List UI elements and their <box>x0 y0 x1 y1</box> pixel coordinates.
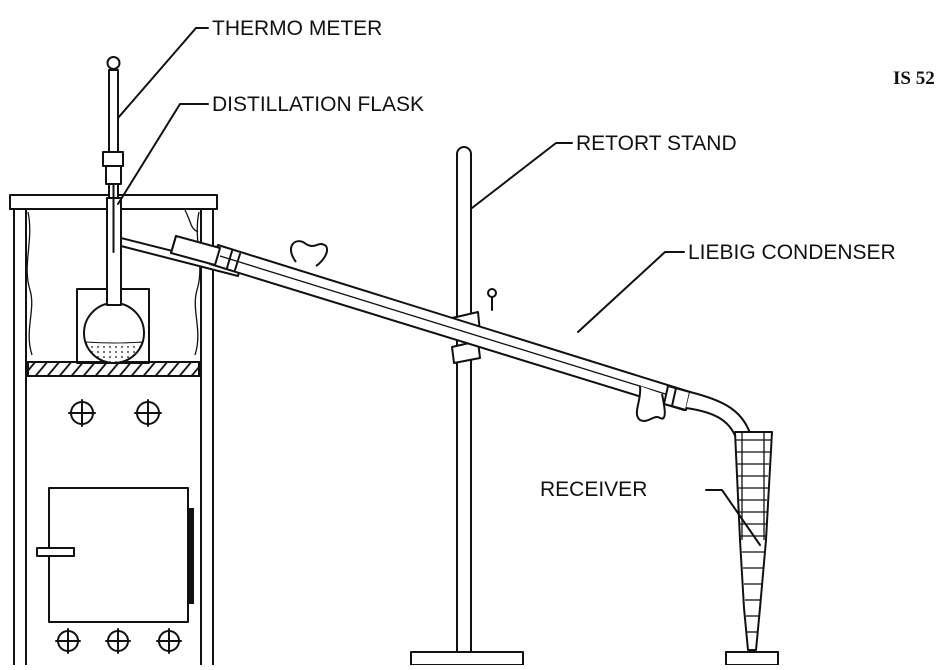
standard-reference: IS 52 <box>893 68 935 89</box>
label-retort-stand: RETORT STAND <box>576 132 737 155</box>
receiver <box>725 431 779 666</box>
leader-retort-stand <box>471 142 573 209</box>
leader-flask <box>117 103 209 205</box>
door-hinge <box>188 508 194 604</box>
receiver-base <box>725 651 779 666</box>
hot-plate <box>27 361 200 377</box>
retort-stand <box>410 146 524 666</box>
label-thermometer: THERMO METER <box>212 17 382 40</box>
control-knob <box>105 628 131 654</box>
control-knob <box>68 399 96 427</box>
leader-lines <box>117 27 761 546</box>
leader-condenser <box>577 251 685 333</box>
water-outlet <box>290 240 328 267</box>
control-knob <box>55 628 81 654</box>
door-handle <box>36 547 75 557</box>
label-receiver: RECEIVER <box>540 478 647 501</box>
receiver-cylinder <box>734 431 773 651</box>
stand-rod <box>456 146 472 666</box>
stand-base <box>410 651 524 666</box>
thermometer-adapter <box>102 151 124 167</box>
label-distillation-flask: DISTILLATION FLASK <box>212 93 424 116</box>
control-knob <box>134 399 162 427</box>
leader-thermometer <box>117 27 209 119</box>
control-knob <box>156 628 182 654</box>
distillation-flask <box>76 197 241 364</box>
liebig-condenser <box>170 235 755 461</box>
label-liebig-condenser: LIEBIG CONDENSER <box>688 241 896 264</box>
thermometer <box>102 56 124 253</box>
water-inlet <box>635 385 666 422</box>
leader-receiver <box>705 489 761 546</box>
